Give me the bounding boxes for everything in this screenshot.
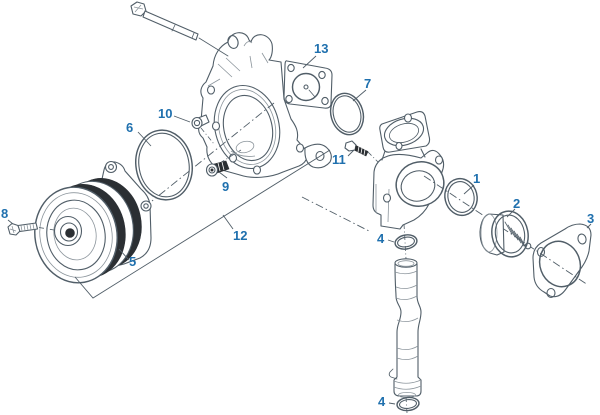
housing-cover-plate xyxy=(283,60,333,109)
callout-label-1: 1 xyxy=(473,171,480,186)
callout-label-6: 6 xyxy=(126,120,133,135)
callout-label-4-bottom: 4 xyxy=(378,394,386,409)
o-ring-4-bottom xyxy=(396,396,420,412)
callout-label-2: 2 xyxy=(513,196,520,211)
callout-labels: 8 5 12 6 10 9 13 7 11 1 2 3 4 4 xyxy=(1,41,594,409)
o-ring-6 xyxy=(135,129,193,201)
item-12-bracket-line xyxy=(74,149,331,299)
callout-label-4-top: 4 xyxy=(377,231,385,246)
callout-leader-lines xyxy=(7,55,592,405)
water-pipe-group xyxy=(388,223,422,414)
thermostat-housing xyxy=(344,110,445,230)
callout-label-9: 9 xyxy=(222,179,229,194)
thermostat-gasket xyxy=(532,223,592,299)
o-ring-7 xyxy=(329,92,365,136)
plug-10 xyxy=(191,114,210,130)
callout-label-8: 8 xyxy=(1,206,8,221)
callout-label-3: 3 xyxy=(587,211,594,226)
callout-label-5: 5 xyxy=(129,254,136,269)
thermostat-housing-bolt xyxy=(344,140,369,157)
pulley-bolt xyxy=(7,222,55,236)
callout-label-11: 11 xyxy=(332,152,346,167)
plug-9 xyxy=(205,160,230,177)
callout-label-13: 13 xyxy=(314,41,328,56)
thermostat-axis xyxy=(423,175,589,286)
assembly-center-axes xyxy=(151,102,372,233)
water-pump-housing xyxy=(198,32,333,178)
water-pump-pulley-assembly xyxy=(34,160,152,284)
callout-label-12: 12 xyxy=(233,228,247,243)
o-ring-1 xyxy=(444,177,478,217)
thermostat xyxy=(479,210,532,258)
callout-label-10: 10 xyxy=(158,106,172,121)
o-ring-4-top xyxy=(394,234,418,250)
water-pipe xyxy=(393,263,422,397)
callout-label-7: 7 xyxy=(364,76,371,91)
long-bolt-top xyxy=(130,1,229,57)
